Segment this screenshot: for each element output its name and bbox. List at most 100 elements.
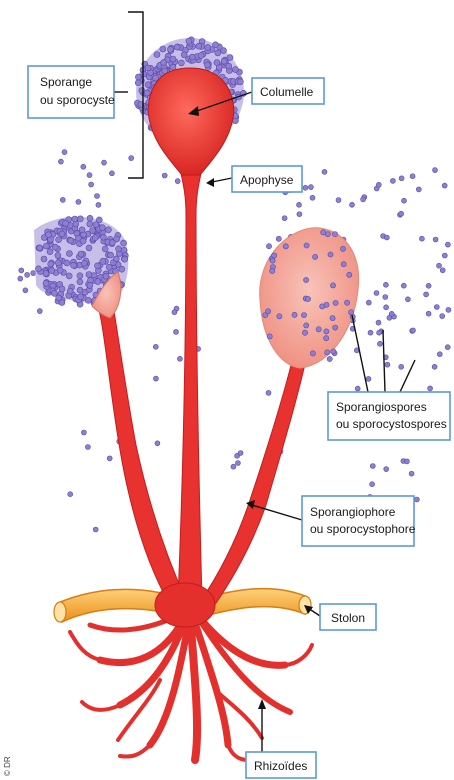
- spore: [340, 246, 345, 251]
- spore: [410, 174, 415, 179]
- spore: [411, 328, 416, 333]
- copyright-credit: © DR: [3, 756, 12, 776]
- spore: [328, 252, 333, 257]
- spore: [77, 216, 83, 222]
- spore: [66, 251, 72, 257]
- spore: [186, 38, 192, 44]
- spore: [384, 235, 389, 240]
- spore: [305, 296, 310, 301]
- spore: [416, 187, 421, 192]
- label-apophyse-text: Apophyse: [240, 173, 294, 187]
- spore: [428, 386, 433, 391]
- spore: [181, 52, 187, 58]
- spore: [405, 297, 410, 302]
- spore: [341, 262, 346, 267]
- spore: [107, 456, 112, 461]
- spore: [55, 260, 61, 266]
- spore: [235, 461, 240, 466]
- spore: [167, 46, 173, 52]
- spore: [266, 390, 271, 395]
- spore: [196, 43, 202, 49]
- spore: [109, 240, 115, 246]
- spore: [59, 231, 65, 237]
- spore: [327, 356, 332, 361]
- spore: [404, 459, 409, 464]
- spore: [355, 386, 360, 391]
- spore: [437, 263, 442, 268]
- spore: [374, 291, 379, 296]
- spore: [310, 195, 315, 200]
- label-sporangiospores-line1: Sporangiospores: [336, 400, 427, 414]
- spore: [66, 273, 72, 279]
- spore: [297, 212, 302, 217]
- spore: [80, 238, 86, 244]
- spore: [96, 202, 101, 207]
- spore: [336, 198, 341, 203]
- spore: [189, 54, 195, 60]
- spore: [100, 258, 106, 264]
- sporangiophores: [96, 150, 308, 627]
- right-sporangium: [260, 228, 359, 368]
- spore: [424, 292, 429, 297]
- spore: [51, 290, 57, 296]
- spore: [103, 273, 109, 279]
- spore: [350, 202, 355, 207]
- spore: [160, 46, 166, 52]
- spore: [313, 254, 318, 259]
- spore: [446, 307, 451, 312]
- spore: [433, 168, 438, 173]
- spore: [100, 234, 106, 240]
- spore: [177, 356, 182, 361]
- spore: [99, 225, 105, 231]
- spore: [19, 268, 24, 273]
- spore: [155, 441, 160, 446]
- spore: [399, 211, 404, 216]
- label-stolon: Stolon: [320, 604, 376, 630]
- spore: [301, 313, 306, 318]
- spore: [308, 185, 313, 190]
- spore: [325, 350, 330, 355]
- label-sporange-line1: Sporange: [40, 75, 92, 89]
- label-sporangiospores-line2: ou sporocystospores: [336, 417, 447, 431]
- spore: [139, 88, 145, 94]
- spore: [68, 492, 73, 497]
- spore: [383, 282, 388, 287]
- spore: [87, 221, 93, 227]
- spore: [377, 330, 382, 335]
- spore: [81, 430, 86, 435]
- spore: [178, 60, 184, 66]
- spore: [426, 311, 431, 316]
- spore: [276, 236, 281, 241]
- spore: [56, 295, 62, 301]
- spore: [18, 276, 23, 281]
- spore: [267, 334, 272, 339]
- spore: [401, 283, 406, 288]
- spore: [78, 294, 84, 300]
- spore: [270, 268, 275, 273]
- spore: [432, 364, 437, 369]
- spore: [440, 314, 445, 319]
- spore: [129, 156, 134, 161]
- spore: [81, 260, 87, 266]
- spore: [106, 264, 112, 270]
- spore: [384, 467, 389, 472]
- spore: [77, 273, 83, 279]
- spore: [368, 330, 373, 335]
- spore: [170, 64, 176, 70]
- spore: [385, 362, 390, 367]
- rhizoids: [70, 610, 312, 760]
- spore: [272, 253, 277, 258]
- spore: [161, 60, 167, 66]
- spore: [221, 58, 227, 64]
- spore: [324, 336, 329, 341]
- spore: [442, 253, 447, 258]
- spore: [153, 75, 159, 81]
- spore: [402, 198, 407, 203]
- label-apophyse: Apophyse: [232, 166, 302, 192]
- spore: [57, 267, 63, 273]
- label-sporangiospores: Sporangiospores ou sporocystospores: [328, 392, 450, 440]
- spore: [277, 314, 282, 319]
- spore: [35, 266, 41, 272]
- spore: [376, 182, 381, 187]
- spore: [384, 305, 389, 310]
